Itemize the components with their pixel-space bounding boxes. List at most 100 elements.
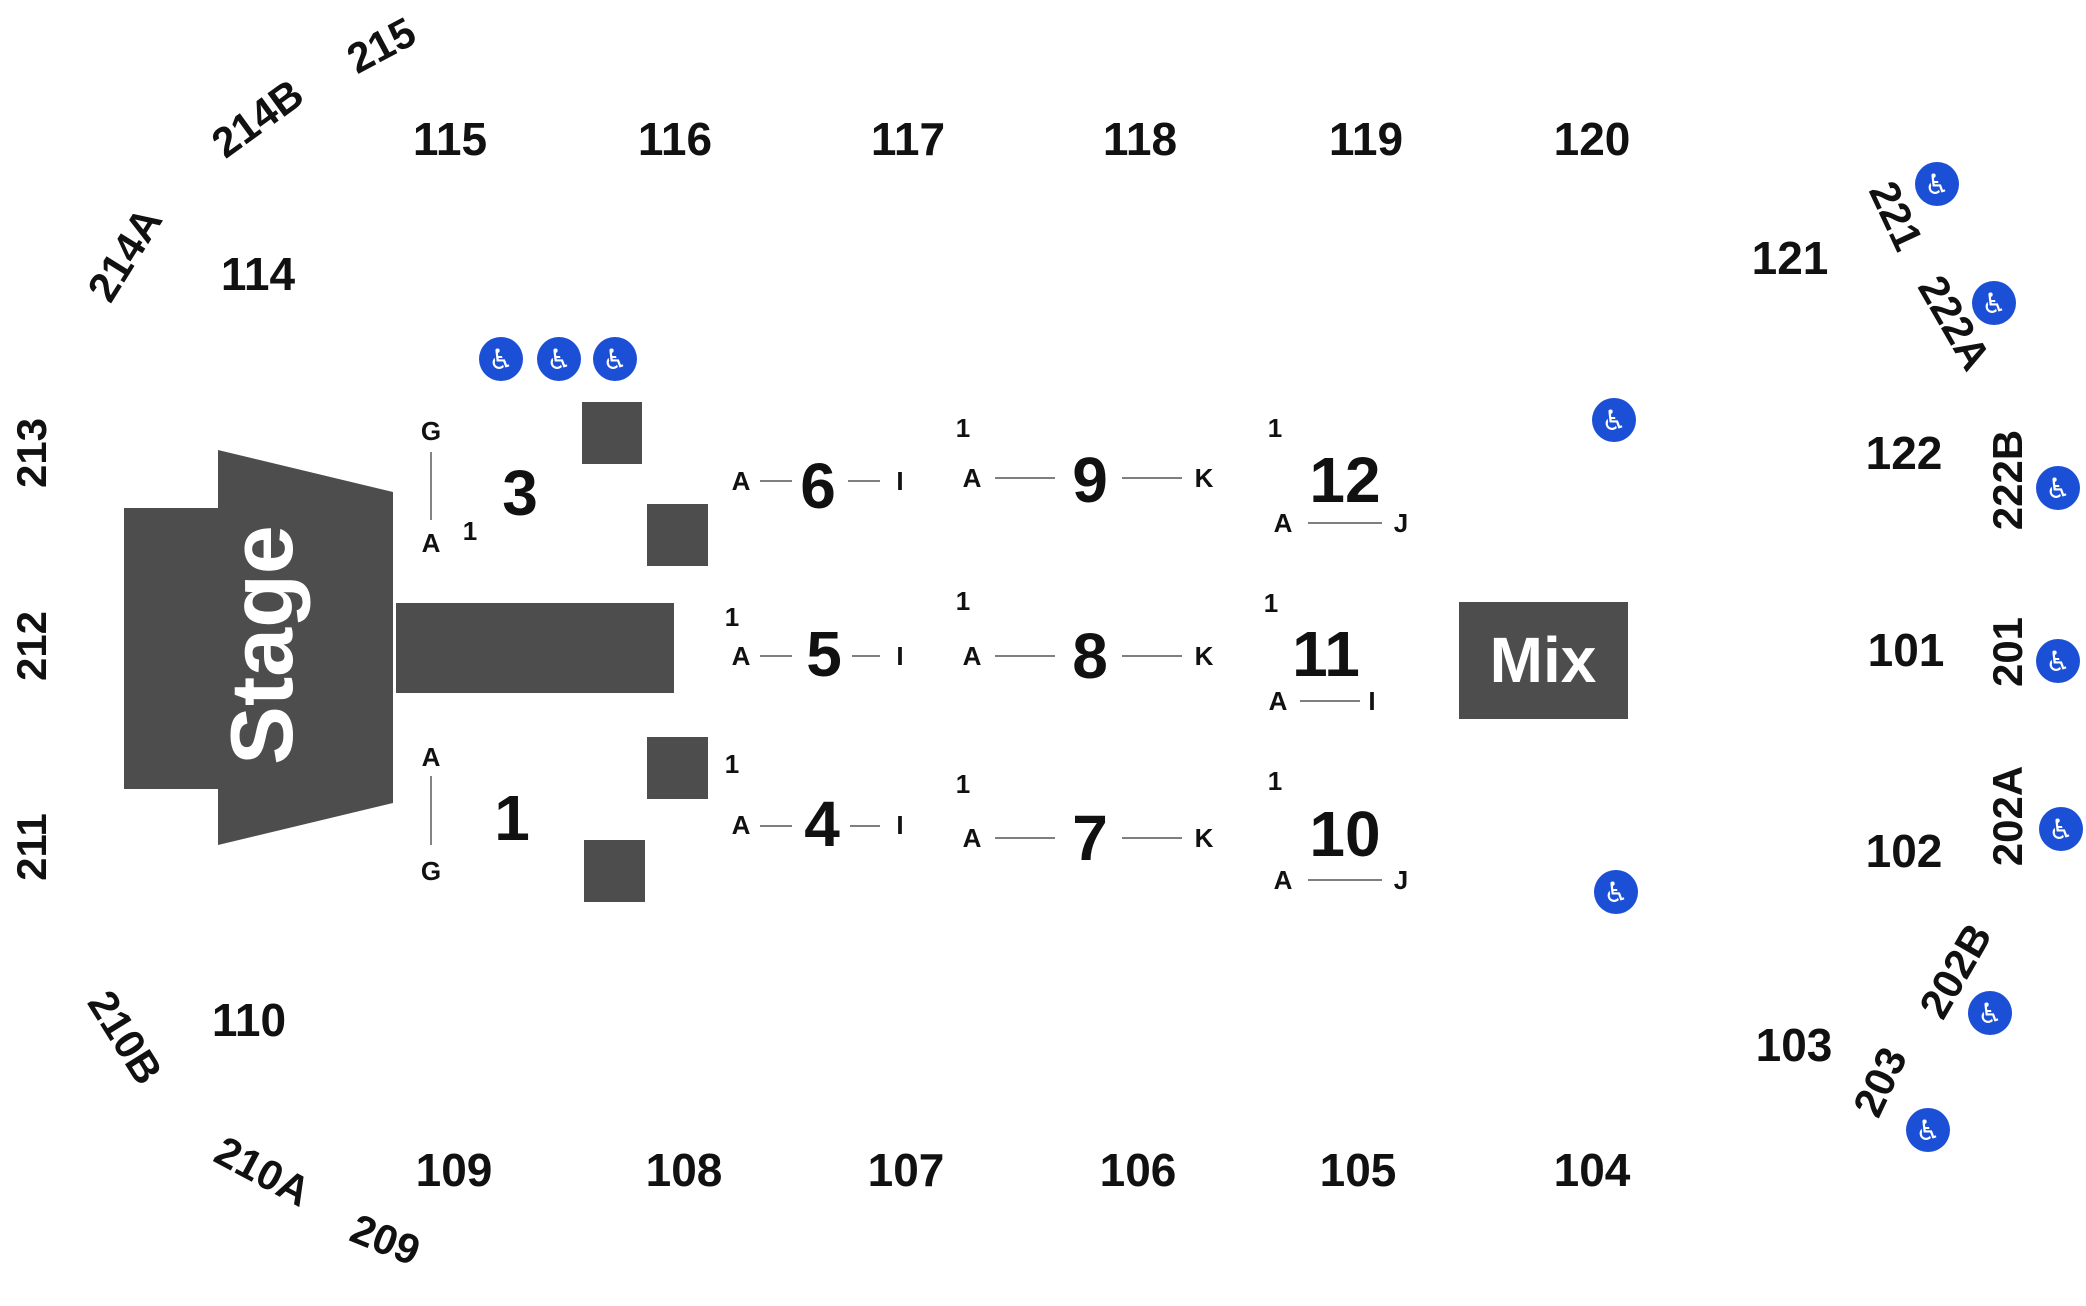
seat-number: 1	[1268, 766, 1282, 796]
svg-text:♿: ♿	[1977, 997, 2002, 1030]
section-211[interactable]: 211	[8, 813, 55, 881]
row-label: A	[732, 466, 751, 496]
wheelchair-icon[interactable]: ♿	[1968, 991, 2012, 1035]
row-label: K	[1195, 641, 1214, 671]
section-222B[interactable]: 222B	[1984, 430, 2031, 530]
section-201[interactable]: 201	[1984, 617, 2031, 687]
wheelchair-icon[interactable]: ♿	[2036, 466, 2080, 510]
svg-text:♿: ♿	[1915, 1114, 1940, 1147]
runway	[396, 603, 674, 693]
floor-section-1[interactable]: A G 1	[421, 742, 530, 886]
section-121[interactable]: 121	[1752, 232, 1829, 284]
seat-number: 1	[725, 602, 739, 632]
floor-section-7[interactable]: 1 A 7 K	[956, 769, 1214, 874]
row-label: I	[1368, 686, 1375, 716]
section-103[interactable]: 103	[1756, 1019, 1833, 1071]
row-label: A	[963, 463, 982, 493]
section-105[interactable]: 105	[1320, 1144, 1397, 1196]
section-120[interactable]: 120	[1554, 113, 1631, 165]
section-102[interactable]: 102	[1866, 825, 1943, 877]
floor-section-label: 6	[800, 450, 836, 522]
seat-number: 1	[956, 769, 970, 799]
floor-section-6[interactable]: A 6 I	[732, 450, 904, 522]
floor-section-label: 12	[1309, 444, 1380, 516]
floor-section-12[interactable]: 1 12 A J	[1268, 413, 1408, 538]
floor-section-label: 3	[502, 457, 538, 529]
section-118[interactable]: 118	[1103, 113, 1177, 165]
section-212[interactable]: 212	[8, 611, 55, 681]
section-214B[interactable]: 214B	[203, 70, 312, 167]
seat-number: 1	[1264, 588, 1278, 618]
svg-text:♿: ♿	[1981, 287, 2006, 320]
floor-section-label: 4	[804, 788, 840, 860]
row-label: K	[1195, 823, 1214, 853]
section-213[interactable]: 213	[8, 418, 55, 488]
section-109[interactable]: 109	[416, 1144, 493, 1196]
svg-text:♿: ♿	[2045, 645, 2070, 678]
stage-label: Stage	[212, 525, 311, 765]
wheelchair-icon[interactable]: ♿	[1915, 162, 1959, 206]
section-215[interactable]: 215	[339, 8, 423, 82]
section-117[interactable]: 117	[871, 113, 945, 165]
svg-text:♿: ♿	[1603, 876, 1628, 909]
row-label: A	[422, 742, 441, 772]
section-119[interactable]: 119	[1329, 113, 1403, 165]
block-upper-2	[647, 504, 708, 566]
row-label: A	[732, 641, 751, 671]
floor-section-4[interactable]: 1 A 4 I	[725, 749, 904, 860]
wheelchair-icon[interactable]: ♿	[1972, 281, 2016, 325]
mix-booth	[1459, 602, 1628, 719]
section-202A[interactable]: 202A	[1984, 766, 2031, 866]
floor-section-label: 8	[1072, 620, 1108, 692]
wheelchair-icon[interactable]: ♿	[537, 337, 581, 381]
section-122[interactable]: 122	[1866, 427, 1943, 479]
row-label: A	[963, 641, 982, 671]
floor-section-label: 5	[806, 618, 842, 690]
row-label: I	[896, 641, 903, 671]
wheelchair-icon[interactable]: ♿	[1594, 870, 1638, 914]
section-106[interactable]: 106	[1100, 1144, 1177, 1196]
section-107[interactable]: 107	[868, 1144, 945, 1196]
block-lower-2	[584, 840, 645, 902]
section-101[interactable]: 101	[1868, 624, 1945, 676]
svg-text:♿: ♿	[546, 343, 571, 376]
wheelchair-icon[interactable]: ♿	[2039, 807, 2083, 851]
svg-text:♿: ♿	[602, 343, 627, 376]
floor-section-10[interactable]: 1 10 A J	[1268, 766, 1408, 895]
floor-section-3[interactable]: G A 1 3	[421, 416, 538, 558]
stage[interactable]	[124, 450, 393, 845]
seat-number: 1	[1268, 413, 1282, 443]
wheelchair-icon[interactable]: ♿	[1906, 1108, 1950, 1152]
floor-section-11[interactable]: 1 11 A I	[1264, 588, 1376, 716]
floor-section-9[interactable]: 1 A 9 K	[956, 413, 1214, 516]
section-210B[interactable]: 210B	[79, 982, 172, 1092]
wheelchair-icon[interactable]: ♿	[593, 337, 637, 381]
section-108[interactable]: 108	[646, 1144, 723, 1196]
mix-label: Mix	[1490, 624, 1597, 696]
section-115[interactable]: 115	[413, 113, 487, 165]
svg-text:♿: ♿	[2048, 813, 2073, 846]
floor-section-8[interactable]: 1 A 8 K	[956, 586, 1214, 692]
wheelchair-icon[interactable]: ♿	[2036, 639, 2080, 683]
svg-text:♿: ♿	[1601, 404, 1626, 437]
section-214A[interactable]: 214A	[78, 199, 171, 309]
wheelchair-icon[interactable]: ♿	[479, 337, 523, 381]
section-116[interactable]: 116	[638, 113, 712, 165]
floor-section-5[interactable]: 1 A 5 I	[725, 602, 904, 690]
row-label: A	[963, 823, 982, 853]
section-104[interactable]: 104	[1554, 1144, 1631, 1196]
section-210A[interactable]: 210A	[207, 1127, 318, 1216]
section-203[interactable]: 203	[1844, 1040, 1916, 1123]
row-label: K	[1195, 463, 1214, 493]
section-209[interactable]: 209	[344, 1205, 427, 1275]
wheelchair-icon[interactable]: ♿	[1592, 398, 1636, 442]
row-label: A	[422, 528, 441, 558]
seat-number: 1	[725, 749, 739, 779]
row-label: A	[1274, 508, 1293, 538]
svg-text:♿: ♿	[1924, 168, 1949, 201]
section-110[interactable]: 110	[212, 994, 286, 1046]
section-114[interactable]: 114	[221, 248, 296, 300]
svg-text:♿: ♿	[488, 343, 513, 376]
floor-section-label: 9	[1072, 444, 1108, 516]
